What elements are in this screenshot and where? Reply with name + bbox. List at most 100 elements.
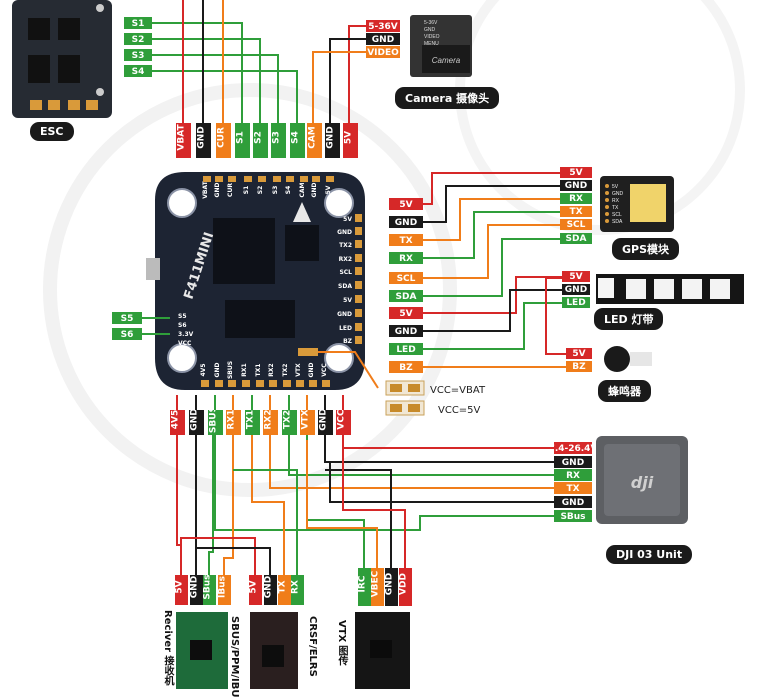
fc-mount-hole	[325, 189, 353, 217]
esc-mosfet	[58, 18, 80, 40]
gps-module-pin: RX	[612, 198, 620, 204]
vtx-vbec-wire	[306, 440, 378, 568]
esc-cable-tag-bg	[307, 123, 322, 158]
vtx-pin-tag-bg	[399, 568, 412, 606]
esc-cable-tag-bg	[343, 123, 358, 158]
esc-signal-tag-bg	[124, 17, 152, 29]
elrs-pin-tag: RX	[291, 580, 301, 594]
camera-module-label: Camera	[432, 56, 461, 65]
gps-module-pad	[605, 198, 609, 202]
fc-bottom-cable-tag: GND	[319, 408, 329, 430]
gps-pin-tag: 5V	[569, 168, 582, 178]
dji-pin-tag-bg	[554, 442, 592, 454]
fc-right-pad-label: LED	[339, 325, 352, 332]
gps-module-pin: SCL	[612, 212, 622, 218]
fc-mount-ring	[167, 343, 197, 373]
fc-right-pad	[355, 323, 362, 331]
fc-bottom-pad-label: SBUS	[227, 361, 234, 379]
esc-cable-tag: GND	[197, 126, 207, 148]
esc-cable-tag-bg	[271, 123, 286, 158]
esc-solder-pad	[48, 100, 60, 110]
gps-wire	[423, 172, 560, 205]
gps-module-pad	[605, 205, 609, 209]
receiver-caption: Reciver 接收机	[162, 610, 173, 686]
esc-cable-tag: S2	[254, 131, 264, 144]
fc-top-pad-label: GND	[214, 183, 221, 198]
esc-cable-tag-bg	[253, 123, 268, 158]
dji-pin-tag-bg	[554, 456, 592, 468]
esc-cable-tag-bg	[196, 123, 211, 158]
fc-bottom-pad-label: VCC	[321, 363, 328, 377]
fc-top-pad	[215, 176, 223, 182]
fc-bottom-cable-tag: RX1	[227, 409, 237, 429]
esc-cable-tag-bg	[176, 123, 191, 158]
led-pin-tag-bg	[562, 271, 590, 282]
buzzer-power-wire	[545, 277, 566, 355]
dji-pin-tag: 7.4-26.4V	[549, 444, 598, 454]
camera-gnd-wire	[329, 38, 366, 123]
led-caption: LED 灯带	[594, 308, 664, 330]
led-pin-tag: GND	[565, 285, 587, 295]
elrs-pin-tag: GND	[264, 576, 274, 598]
led-fc-tag-bg	[389, 307, 423, 319]
receiver-pin-tag: IBus	[218, 576, 228, 598]
gps-module-pad	[605, 184, 609, 188]
gps-pin-tag: TX	[569, 207, 582, 217]
buzzer-fc-tag: BZ	[399, 363, 413, 373]
camera-lens-block	[422, 45, 470, 73]
gps-fc-tag-bg	[389, 252, 423, 264]
fc-right-pad-label: SCL	[339, 269, 352, 276]
led-pin-tag-bg	[562, 284, 590, 295]
camera-pin-tag: VIDEO	[367, 48, 399, 58]
led-pin-tag: 5V	[569, 272, 582, 282]
gps-pin-tag: GND	[565, 181, 587, 191]
vtx-pin-tag: GND	[385, 573, 395, 595]
fc-bottom-cable-tag: RX2	[264, 409, 274, 429]
led-pin-tag-bg	[562, 297, 590, 308]
gps-module-pin: 5V	[612, 184, 619, 190]
fc-right-pad	[355, 309, 362, 317]
vtx-pin-tag: VBEC	[371, 570, 381, 597]
dji-gnd-wire	[324, 435, 554, 463]
vtx-pin-tag: IRC	[358, 575, 368, 592]
gps-pin-tag-bg	[560, 206, 592, 217]
fc-usb-port	[146, 258, 160, 280]
fc-right-pad	[355, 254, 362, 262]
led-fc-tag-bg	[389, 325, 423, 337]
fc-vcc-jumper	[298, 348, 318, 356]
vcc-select-pointer	[318, 351, 379, 389]
fc-right-pad-label: RX2	[339, 256, 352, 263]
camera-power-wire	[348, 25, 366, 123]
dji-pin-tag-bg	[554, 510, 592, 522]
camera-pin-tag-bg	[366, 46, 400, 58]
receiver-pin-tag-bg	[175, 575, 188, 605]
buzzer-connector	[630, 352, 652, 366]
vcc-5v-solder	[390, 404, 402, 412]
gps-pin-tag-bg	[560, 193, 592, 204]
fc-bottom-pad-label: TX2	[282, 364, 289, 377]
fc-bottom-cable-tag-bg	[208, 410, 223, 435]
gps-wire	[423, 238, 560, 297]
fc-bottom-pad-label: RX1	[241, 363, 248, 376]
led-data-wire	[423, 302, 562, 350]
dji-rx-wire	[288, 435, 554, 476]
fc-s5-tag-bg	[112, 312, 142, 324]
fc-mount-hole	[168, 344, 196, 372]
receiver-pin-tag-bg	[203, 575, 216, 605]
dji-pin-tag-bg	[554, 482, 592, 494]
gps-fc-tag-bg	[389, 216, 423, 228]
led-fc-tag: LED	[396, 345, 415, 355]
fc-right-pad	[355, 281, 362, 289]
elrs-chip	[262, 645, 284, 667]
elrs-power-wire	[180, 537, 256, 575]
gps-module-pin: TX	[612, 205, 619, 211]
fc-top-pad-label: CAM	[299, 182, 306, 197]
esc-mosfet	[28, 55, 50, 83]
vcc-vbat-solder	[390, 384, 402, 392]
dji-pin-tag-bg	[554, 469, 592, 481]
buzzer-caption: 蜂鸣器	[598, 380, 651, 402]
buzzer-fc-tag-bg	[389, 361, 423, 373]
esc-cable-tag: 5V	[344, 131, 354, 144]
fc-bottom-pad	[283, 380, 291, 387]
